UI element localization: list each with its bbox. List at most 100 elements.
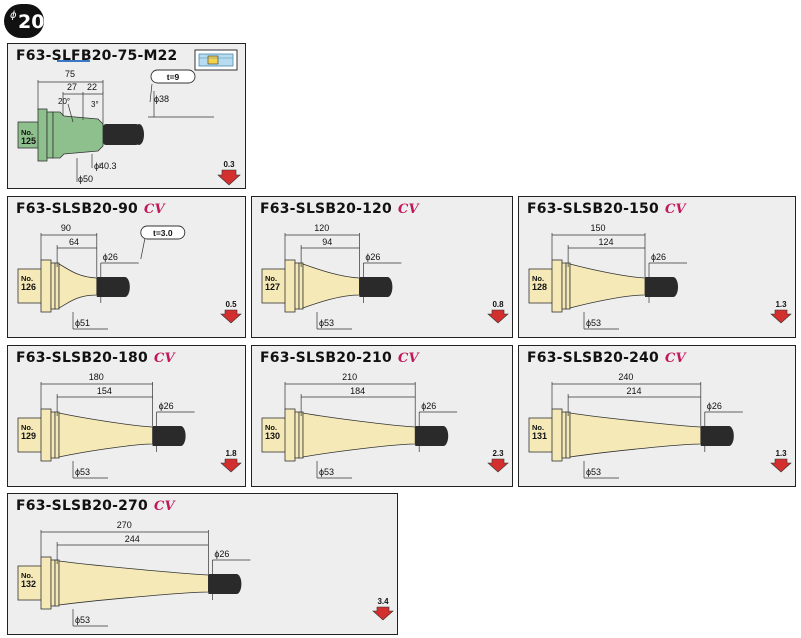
- shank-part: [17, 268, 44, 304]
- item-number: No.130: [265, 423, 280, 441]
- flange-diameter: ϕ50: [78, 174, 94, 184]
- ring-part: [565, 262, 571, 310]
- flange-diameter: ϕ53: [75, 467, 91, 477]
- ring-part: [298, 262, 304, 310]
- length-dim-2: 244: [124, 534, 140, 544]
- item-number: No.127: [265, 274, 280, 292]
- weight-arrow-icon: [487, 309, 509, 324]
- holder-drawing: [528, 233, 792, 330]
- dimension-lines: [40, 530, 251, 627]
- item-number-value: 132: [21, 579, 37, 589]
- item-number-label: No.: [265, 423, 278, 432]
- cv-mark: CV: [664, 351, 686, 366]
- tip-end: [175, 426, 186, 446]
- length-dim-a: 27: [67, 82, 78, 92]
- holder-code-text: F63-SLSB20-240: [527, 350, 659, 366]
- angle-a: 20°: [58, 97, 71, 106]
- length-dim-2: 214: [626, 386, 642, 396]
- cv-mark: CV: [664, 202, 686, 217]
- ring-part: [50, 411, 56, 459]
- flange-part: [40, 408, 52, 462]
- tip-end: [438, 426, 449, 446]
- taper-body: [302, 412, 416, 458]
- ring-part: [561, 411, 567, 459]
- ring-part: [50, 559, 56, 607]
- weight-value: 3.4: [377, 597, 389, 606]
- holder-drawing: [17, 382, 242, 479]
- taper-body: [569, 412, 702, 458]
- shank-part: [528, 268, 555, 304]
- item-number: No.129: [21, 423, 36, 441]
- holder-code: F63-SLFB20-75-M22: [16, 48, 178, 64]
- holder-code: F63-SLSB20-240 CV: [527, 350, 686, 366]
- flange-diameter: ϕ51: [75, 318, 91, 328]
- item-number-value: 128: [532, 282, 548, 292]
- total-length: 240: [618, 372, 634, 382]
- dimension-lines: [40, 382, 195, 479]
- tip-stub: [208, 574, 237, 594]
- item-number: No.126: [21, 274, 36, 292]
- cv-mark: CV: [153, 351, 175, 366]
- item-number-label: No.: [21, 571, 34, 580]
- holder-drawing: [17, 530, 394, 627]
- angle-b: 3°: [91, 100, 99, 109]
- total-length: 180: [88, 372, 104, 382]
- tip-end: [668, 277, 678, 297]
- flange-part: [284, 259, 296, 313]
- length-dim-b: 22: [87, 82, 98, 92]
- ring-part: [54, 411, 60, 459]
- dimension-lines: [284, 233, 402, 330]
- weight-arrow-icon: [487, 458, 509, 473]
- weight-value: 1.3: [775, 449, 787, 458]
- ring-part: [54, 262, 60, 310]
- dimension-lines: [551, 382, 743, 479]
- tip-stub: [152, 426, 181, 446]
- flange-diameter: ϕ53: [586, 467, 602, 477]
- total-length: 270: [116, 520, 132, 530]
- weight-value: 0.3: [223, 160, 235, 169]
- shank-part: [528, 417, 555, 453]
- holder-code-text: F63-SLSB20-150: [527, 201, 659, 217]
- holder-drawing: [17, 225, 242, 330]
- dimension-lines: [551, 233, 687, 330]
- holder-code-text: F63-SLSB20-90: [16, 201, 138, 217]
- total-length: 120: [314, 223, 330, 233]
- tool-icon: [194, 49, 238, 71]
- ring-part: [565, 411, 571, 459]
- flange-diameter: ϕ53: [586, 318, 602, 328]
- ring-part: [294, 411, 300, 459]
- weight-arrow-icon: [220, 309, 242, 324]
- flange-part: [551, 259, 563, 313]
- tip-diameter: ϕ26: [651, 252, 667, 262]
- tip-end: [119, 277, 130, 297]
- tip-stub: [415, 426, 444, 446]
- total-length: 150: [590, 223, 606, 233]
- tip-stub: [359, 277, 388, 297]
- item-number: No.131: [532, 423, 547, 441]
- item-number: No.128: [532, 274, 547, 292]
- total-length: 210: [342, 372, 358, 382]
- item-number-value: 127: [265, 282, 281, 292]
- flange-diameter: ϕ53: [75, 615, 91, 625]
- item-number: No.132: [21, 571, 36, 589]
- weight-value: 2.3: [492, 449, 504, 458]
- flange-part: [40, 259, 52, 313]
- weight-arrow-icon: [770, 309, 792, 324]
- cv-mark: CV: [397, 202, 419, 217]
- tip-diameter: ϕ26: [102, 252, 118, 262]
- item-number: No. 125: [21, 128, 36, 146]
- taper-body: [58, 560, 209, 606]
- ring-part: [54, 559, 60, 607]
- flange-part: [284, 408, 296, 462]
- weight-arrow-icon: [770, 458, 792, 473]
- weight-value: 1.8: [225, 449, 237, 458]
- tip-stub: [96, 277, 125, 297]
- dimension-lines: [284, 382, 458, 479]
